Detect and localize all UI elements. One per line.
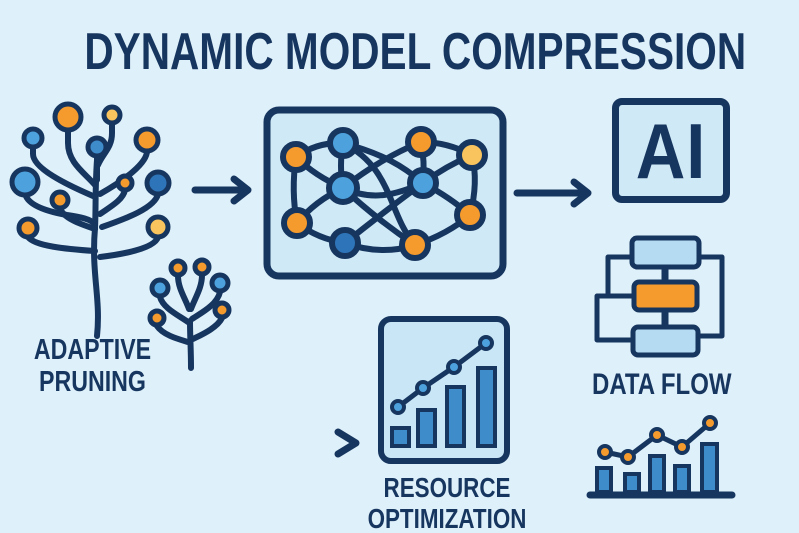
data-flow-label: DATA FLOW: [592, 368, 732, 401]
ai-chip-label: AI: [635, 106, 707, 195]
trend-line: [395, 340, 489, 410]
trend-points: [597, 415, 718, 465]
chart-bars: [595, 442, 719, 494]
arrow-right-icon: [513, 178, 592, 208]
network-nodes: [280, 126, 488, 261]
neural-network-icon: [263, 106, 507, 280]
chart-bars: [390, 366, 497, 448]
chart-panel: [378, 316, 510, 464]
flow-box-top: [629, 235, 702, 270]
pruning-tree-small-icon: [147, 257, 232, 371]
pruning-tree-icon: [9, 101, 172, 339]
flow-box-bottom: [630, 324, 701, 358]
arrow-right-icon: [191, 175, 252, 205]
data-flow-icon: [594, 235, 725, 358]
tree-nodes: [147, 257, 232, 328]
flow-box-middle-highlighted: [631, 279, 700, 313]
performance-mini-chart-icon: [586, 415, 736, 499]
tree-branches: [154, 272, 225, 371]
trend-points: [390, 335, 494, 415]
tree-branches: [22, 120, 161, 339]
page-title: DYNAMIC MODEL COMPRESSION: [84, 23, 747, 81]
adaptive-pruning-label: ADAPTIVE PRUNING: [33, 334, 152, 399]
arrow-long-fade-icon: [42, 428, 360, 458]
resource-optimization-label: RESOURCE OPTIMIZATION: [367, 472, 527, 533]
resource-optimization-chart-icon: [378, 316, 510, 464]
ai-chip-panel: AI: [612, 98, 730, 203]
tree-nodes: [9, 101, 172, 240]
